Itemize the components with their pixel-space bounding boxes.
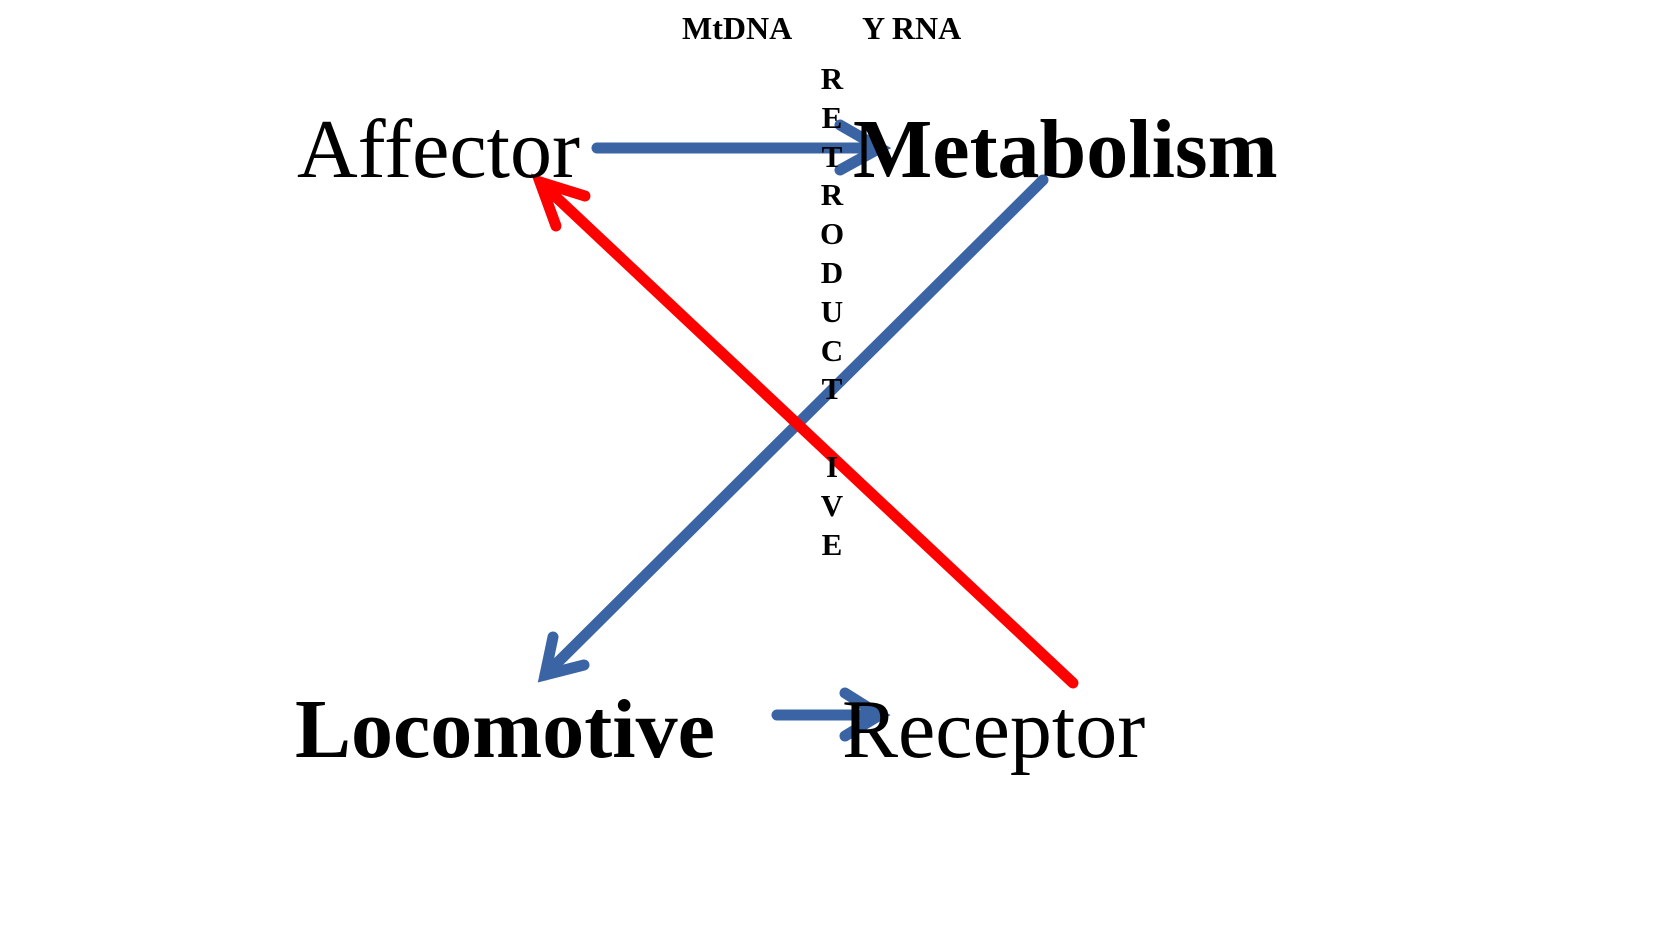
vertical-letter: V bbox=[820, 487, 844, 523]
vertical-letter: E bbox=[821, 99, 843, 135]
mtdna-label: MtDNA bbox=[682, 10, 793, 46]
metabolism-node: Metabolism bbox=[853, 103, 1278, 196]
vertical-letter: D bbox=[820, 254, 844, 290]
vertical-letter: C bbox=[820, 332, 844, 368]
vertical-letter bbox=[812, 409, 852, 448]
vertical-letter: T bbox=[821, 138, 843, 174]
arrow-locomotive-to-receptor bbox=[771, 687, 891, 742]
vertical-letter: R bbox=[820, 61, 844, 96]
vertical-letter: O bbox=[819, 216, 845, 252]
vertical-letter: I bbox=[825, 448, 839, 484]
vertical-letter: T bbox=[821, 371, 843, 407]
receptor-node: Receptor bbox=[842, 683, 1146, 776]
retroductive-vertical-text: R E T R O D U C T I V E bbox=[812, 60, 852, 564]
arrow-affector-to-metabolism bbox=[591, 119, 892, 176]
locomotive-node: Locomotive bbox=[295, 683, 715, 776]
arrow-receptor-to-affector bbox=[531, 173, 1079, 689]
affector-node: Affector bbox=[297, 103, 580, 196]
vertical-letter: U bbox=[820, 293, 844, 329]
vertical-letter: R bbox=[820, 177, 844, 213]
y-rna-label: Y RNA bbox=[862, 10, 962, 46]
vertical-letter: E bbox=[821, 526, 843, 562]
